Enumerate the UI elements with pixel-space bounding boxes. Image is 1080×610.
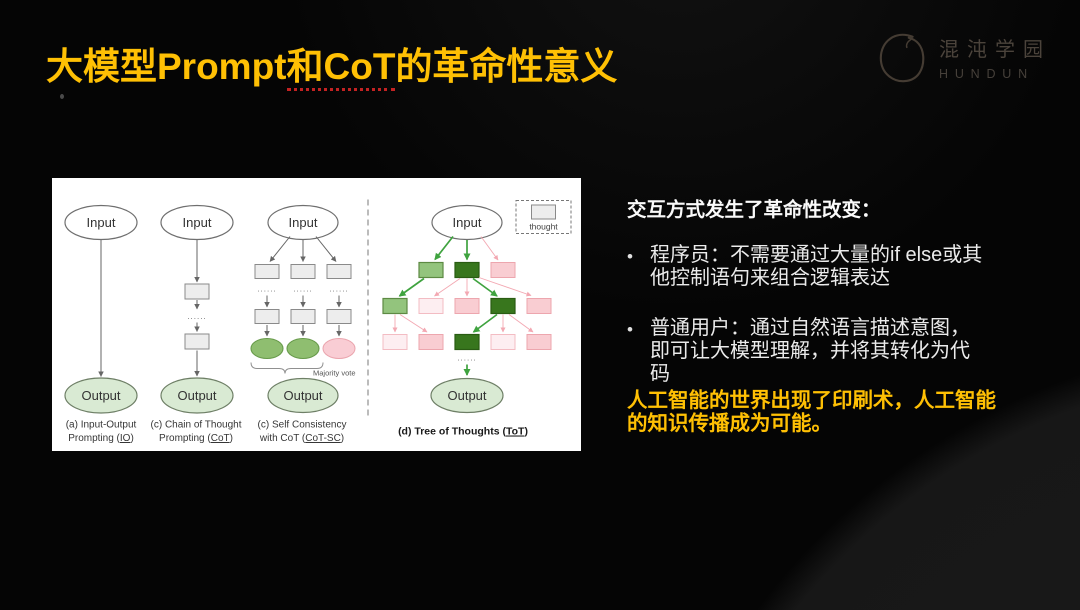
- output-label: Output: [283, 388, 322, 403]
- logo-name-cn: 混沌学园: [939, 39, 1051, 61]
- bullet-text: 程序员：不需要通过大量的if else或其他控制语句来组合逻辑表达: [650, 244, 983, 289]
- bullet-ordinary-user: • 普通用户：通过自然语言描述意图，即可让大模型理解，并将其转化为代码: [627, 317, 988, 386]
- caption-cot-line2: Prompting (CoT): [159, 433, 233, 444]
- caption-cotsc-line2: with CoT (CoT-SC): [259, 433, 344, 444]
- input-ellipse: [267, 204, 339, 241]
- thought-box: [326, 264, 352, 279]
- thought-box: [290, 309, 316, 324]
- highlight-statement: 人工智能的世界出现了印刷术，人工智能的知识传播成为可能。: [627, 389, 996, 435]
- output-ellipse: [64, 377, 138, 414]
- caption-io-line2: Prompting (IO): [68, 433, 134, 444]
- thought-box: [254, 264, 280, 279]
- legend: thought: [515, 200, 572, 234]
- state-box-faint-pink: [418, 298, 444, 314]
- chain-arrows: [264, 295, 342, 308]
- state-box-pink: [490, 262, 516, 278]
- state-box-green: [418, 261, 444, 279]
- title-suffix: 的革命性意义: [395, 46, 618, 87]
- bullet-text: 普通用户：通过自然语言描述意图，即可让大模型理解，并将其转化为代码: [650, 317, 970, 385]
- state-box-pink: [526, 298, 552, 314]
- thought-box: [184, 333, 210, 350]
- logo-text: 混沌学园 HUNDUN: [939, 33, 1051, 81]
- state-box-faint-pink: [490, 334, 516, 350]
- tree-arrows-level1: [434, 235, 499, 261]
- method-tot-column: thought: [382, 200, 572, 438]
- input-ellipse: [431, 204, 503, 241]
- thought-box: [326, 309, 352, 324]
- ellipsis: ......: [257, 285, 276, 294]
- logo-name-en: HUNDUN: [939, 67, 1034, 81]
- output-label: Output: [81, 388, 120, 403]
- method-io-column: Input Output (a) Input-Output Prompting …: [64, 204, 138, 444]
- right-heading: 交互方式发生了革命性改变：: [627, 199, 881, 221]
- thought-box: [290, 264, 316, 279]
- hundun-logo: 混沌学园 HUNDUN: [876, 29, 1051, 85]
- bullet-marker: •: [627, 247, 633, 266]
- state-box-pink: [454, 298, 480, 314]
- method-cotsc-column: ...... ...... ......: [250, 204, 356, 444]
- state-box-pink: [526, 334, 552, 350]
- caption-io-line1: (a) Input-Output: [66, 420, 137, 431]
- method-cot-column: ...... Input Output (c) Chain of Thought…: [151, 204, 242, 444]
- state-box-dark-green: [454, 261, 480, 279]
- state-box-dark-green: [490, 297, 516, 315]
- bullet-programmer: • 程序员：不需要通过大量的if else或其他控制语句来组合逻辑表达: [627, 244, 988, 290]
- state-box-dark-green: [454, 333, 480, 351]
- input-label: Input: [453, 215, 482, 230]
- tree-arrows-level3: [392, 313, 534, 333]
- caption-tot: (d) Tree of Thoughts (ToT): [398, 426, 528, 438]
- page-title: 大模型Prompt和CoT的革命性意义: [46, 36, 618, 91]
- ellipsis: ......: [293, 285, 312, 294]
- vote-ellipse-green: [286, 337, 320, 360]
- fan-arrows: [269, 236, 337, 262]
- input-label: Input: [87, 215, 116, 230]
- caption-cotsc-line1: (c) Self Consistency: [258, 420, 347, 431]
- input-ellipse: [160, 204, 234, 241]
- majority-brace: [250, 362, 324, 374]
- state-box-pink: [418, 334, 444, 350]
- title-prefix: 大模型Prompt: [46, 46, 287, 87]
- state-box-green: [382, 297, 408, 315]
- vote-ellipse-green: [250, 337, 284, 360]
- legend-thought-box: [531, 204, 556, 220]
- thought-box: [184, 283, 210, 300]
- output-ellipse: [267, 377, 339, 414]
- output-label: Output: [447, 388, 486, 403]
- majority-vote-label: Majority vote: [313, 369, 356, 378]
- vote-ellipse-pink: [322, 338, 356, 359]
- thought-box: [254, 309, 280, 324]
- input-label: Input: [289, 215, 318, 230]
- bullet-marker: •: [627, 320, 633, 339]
- figure-panel: Input Output (a) Input-Output Prompting …: [52, 178, 581, 451]
- output-ellipse: [430, 377, 504, 414]
- caption-cot-line1: (c) Chain of Thought: [151, 420, 242, 431]
- state-box-faint-pink: [382, 334, 408, 350]
- stray-dot: [60, 94, 64, 99]
- result-arrows: [264, 325, 342, 337]
- input-label: Input: [183, 215, 212, 230]
- prompting-methods-figure: Input Output (a) Input-Output Prompting …: [64, 199, 572, 444]
- tree-arrows-level2: [398, 277, 532, 297]
- input-ellipse: [64, 204, 138, 241]
- ellipsis: ......: [457, 354, 476, 363]
- ellipsis: ......: [187, 312, 206, 321]
- legend-thought-label: thought: [529, 222, 558, 232]
- logo-circle-icon: [879, 33, 925, 83]
- output-label: Output: [177, 388, 216, 403]
- ellipsis: ......: [329, 285, 348, 294]
- output-ellipse: [160, 377, 234, 414]
- title-spellcheck-underline: 和CoT: [286, 46, 396, 91]
